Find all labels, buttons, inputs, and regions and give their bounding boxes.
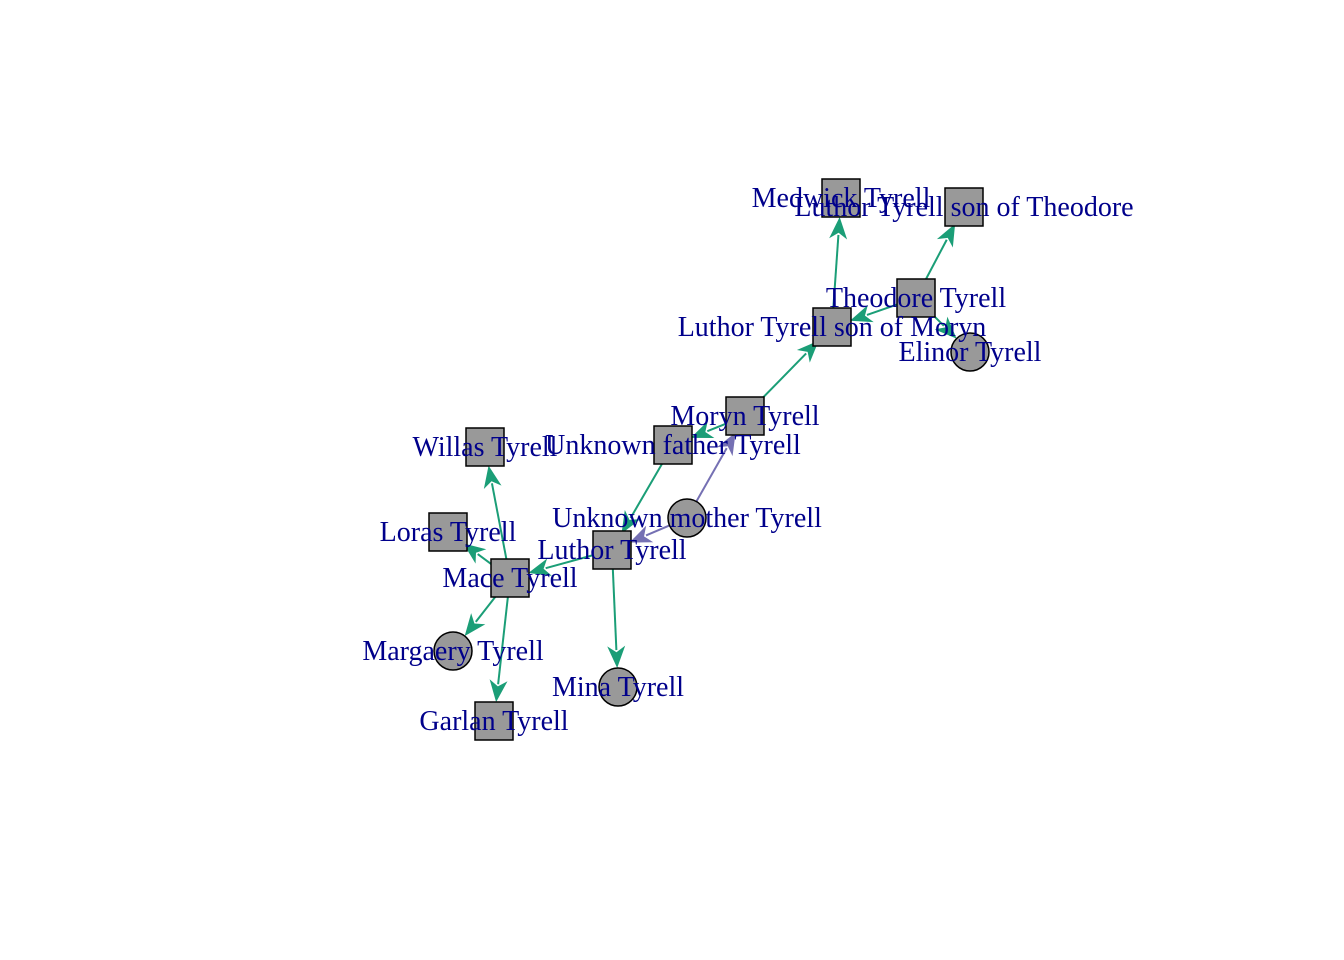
node-mina — [598, 667, 638, 707]
edge-line — [497, 594, 510, 685]
node-luthor_theo — [944, 187, 984, 227]
label-theodore: Theodore Tyrell — [826, 283, 1006, 314]
edge-arrowhead — [528, 558, 552, 576]
label-willas: Willas Tyrell — [413, 432, 558, 463]
edge-arrowhead — [483, 465, 502, 489]
node-medwick — [821, 178, 861, 218]
edge-luthor-to-mina — [607, 567, 626, 669]
node-garlan — [474, 701, 514, 741]
node-elinor — [950, 332, 990, 372]
edge-arrowhead — [849, 305, 874, 323]
label-margaery: Margaery Tyrell — [362, 636, 543, 667]
label-garlan: Garlan Tyrell — [419, 706, 568, 737]
edge-arrowhead — [934, 316, 957, 339]
edge-unknown_father-to-luthor — [621, 459, 666, 534]
node-theodore — [896, 278, 936, 318]
edges-layer — [463, 216, 957, 703]
edge-theodore-to-luthor_moryn — [849, 302, 901, 323]
label-mace: Mace Tyrell — [442, 563, 577, 594]
edge-line — [694, 447, 728, 504]
edge-line — [629, 459, 666, 519]
label-unknown_father: Unknown father Tyrell — [545, 430, 801, 461]
edge-line — [756, 352, 807, 405]
label-luthor: Luthor Tyrell — [537, 535, 686, 566]
edge-arrowhead — [621, 510, 641, 534]
label-mina: Mina Tyrell — [552, 672, 684, 703]
edge-arrowhead — [607, 645, 626, 669]
edge-line — [923, 239, 948, 284]
edge-unknown_mother-to-luthor — [629, 523, 672, 543]
edge-mace-to-willas — [483, 465, 508, 562]
edge-theodore-to-luthor_theo — [923, 223, 956, 284]
edge-arrowhead — [464, 613, 486, 637]
edge-arrowhead — [829, 216, 848, 240]
node-unknown_mother — [667, 498, 707, 538]
node-moryn — [725, 396, 765, 436]
edge-mace-to-garlan — [489, 594, 510, 703]
node-mace — [490, 558, 530, 598]
label-unknown_mother: Unknown mother Tyrell — [552, 503, 822, 534]
edge-arrowhead — [690, 421, 715, 439]
edge-line — [645, 523, 672, 537]
edge-arrowhead — [629, 525, 654, 543]
edge-line — [545, 553, 596, 570]
edge-arrowhead — [716, 432, 736, 457]
edge-line — [490, 483, 508, 562]
node-willas — [465, 427, 505, 467]
edge-luthor_moryn-to-medwick — [829, 216, 848, 311]
node-loras — [428, 512, 468, 552]
label-elinor: Elinor Tyrell — [899, 337, 1042, 368]
label-luthor_moryn: Luthor Tyrell son of Moryn — [678, 312, 987, 343]
edge-arrowhead — [936, 223, 956, 248]
nodes-layer — [428, 178, 990, 741]
node-unknown_father — [653, 425, 693, 465]
edge-line — [611, 567, 618, 651]
edge-line — [866, 302, 901, 316]
node-luthor — [592, 530, 632, 570]
edge-arrowhead — [489, 679, 508, 703]
label-loras: Loras Tyrell — [380, 517, 517, 548]
label-luthor_theo: Luthor Tyrell son of Theodore — [794, 192, 1133, 223]
edge-unknown_mother-to-moryn — [694, 432, 736, 504]
edge-arrowhead — [463, 543, 487, 564]
label-medwick: Medwick Tyrell — [752, 183, 931, 214]
edge-luthor-to-mace — [528, 553, 596, 576]
label-moryn: Moryn Tyrell — [670, 401, 819, 432]
edge-line — [832, 234, 840, 311]
node-margaery — [433, 631, 473, 671]
node-luthor_moryn — [812, 307, 852, 347]
